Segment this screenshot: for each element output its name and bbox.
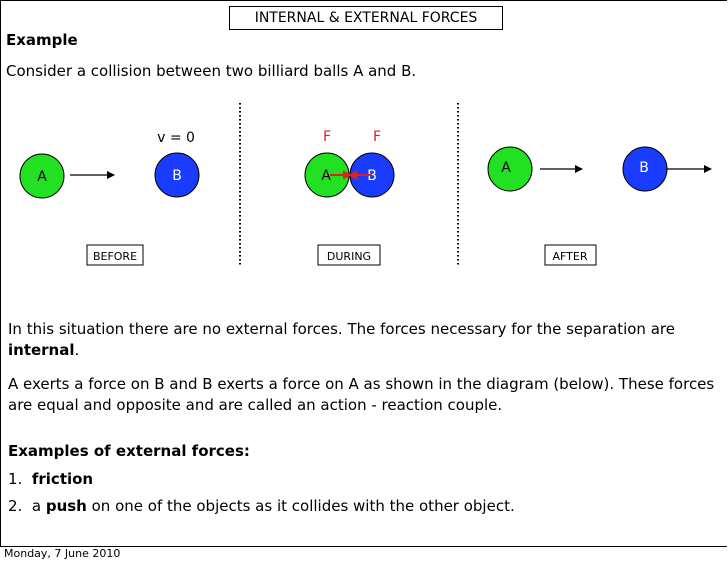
collision-diagram: A v = 0 B BEFORE A B F F DURING A B AFTE… bbox=[19, 103, 712, 266]
example-heading: Example bbox=[6, 31, 78, 49]
paragraph-internal-forces: In this situation there are no external … bbox=[8, 319, 723, 361]
list-text: a bbox=[31, 497, 46, 515]
during-stage-box bbox=[317, 244, 381, 266]
during-panel: A B F F DURING bbox=[304, 129, 395, 266]
force-label-right: F bbox=[373, 129, 381, 145]
list-bold: push bbox=[45, 497, 87, 515]
list-text-end: on one of the objects as it collides wit… bbox=[86, 497, 515, 515]
slide-frame bbox=[0, 0, 727, 547]
after-ball-a-label: A bbox=[501, 160, 511, 176]
list-bold: friction bbox=[31, 470, 94, 488]
paragraph-action-reaction: A exerts a force on B and B exerts a for… bbox=[8, 375, 715, 414]
list-number: 2. bbox=[8, 497, 23, 515]
list-item: 1. friction bbox=[8, 470, 93, 488]
footer-date: Monday, 7 June 2010 bbox=[4, 547, 121, 560]
after-ball-a bbox=[487, 146, 533, 192]
before-ball-b-label: B bbox=[172, 168, 182, 184]
list-number: 1. bbox=[8, 470, 23, 488]
during-stage-label: DURING bbox=[327, 250, 371, 263]
intro-text: Consider a collision between two billiar… bbox=[6, 62, 417, 80]
before-stage-label: BEFORE bbox=[93, 250, 137, 263]
before-ball-a bbox=[19, 153, 65, 199]
before-ball-b bbox=[154, 152, 200, 198]
external-forces-heading: Examples of external forces: bbox=[8, 442, 250, 460]
after-stage-label: AFTER bbox=[553, 250, 588, 263]
before-panel: A v = 0 B BEFORE bbox=[19, 130, 200, 266]
before-velocity-label: v = 0 bbox=[157, 130, 195, 146]
before-stage-box bbox=[86, 244, 144, 266]
during-ball-a-label: A bbox=[321, 168, 331, 184]
paragraph1-bold: internal bbox=[8, 341, 75, 359]
after-ball-b-label: B bbox=[639, 160, 649, 176]
after-panel: A B AFTER bbox=[487, 146, 712, 266]
list-item: 2. a push on one of the objects as it co… bbox=[8, 497, 515, 515]
paragraph1-text: In this situation there are no external … bbox=[8, 320, 675, 338]
after-stage-box bbox=[544, 244, 597, 266]
force-label-left: F bbox=[323, 129, 331, 145]
slide-title: INTERNAL & EXTERNAL FORCES bbox=[229, 6, 503, 30]
paragraph1-end: . bbox=[74, 341, 80, 359]
before-ball-a-label: A bbox=[37, 169, 47, 185]
